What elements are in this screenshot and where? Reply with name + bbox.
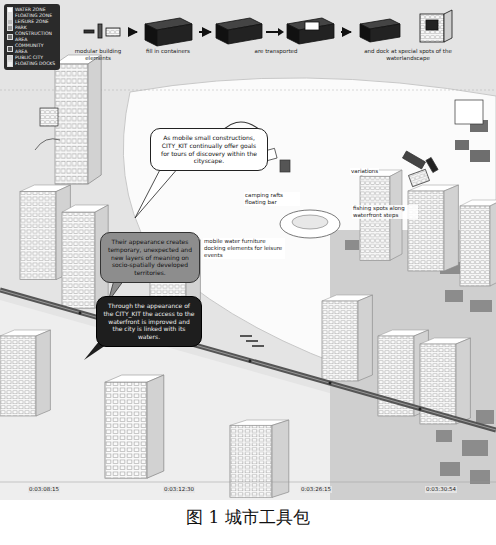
timecode-label: 0:03:12:30 [163,486,195,493]
legend-text: FLOATING DOCKS [15,61,55,67]
figure-caption: 图 1 城市工具包 [0,506,496,529]
node-text: and dock at special spots of the waterla… [354,48,462,62]
annotation-label: mobile water furniture docking elements … [203,238,285,259]
flow-arrow [199,31,211,33]
legend-text: WATER ZONE [15,7,46,13]
node-text: fill in containers [140,48,196,55]
annotation-label: camping rafts floating bar [244,192,300,206]
process-step: are transported [212,12,340,57]
legend-swatch [7,46,13,52]
speech-bubble: Their appearance creates temporary, unex… [100,232,200,283]
speech-bubble: Through the appearance of the CITY_KIT t… [96,296,202,347]
legend-entry: WATER ZONE [7,7,57,13]
process-step: and dock at special spots of the waterla… [352,12,464,64]
process-step: modular building elements [64,12,132,64]
speech-bubble: As mobile small constructions, CITY_KIT … [150,128,268,171]
legend-entry: PARK [7,25,57,31]
legend-entry: PUBLIC CITY [7,55,57,61]
legend-swatch [7,61,13,67]
legend-text: PUBLIC CITY [15,55,43,61]
timecode-label: 0:03:30:54 [425,486,457,493]
node-text: Through the appearance of the CITY_KIT t… [103,302,195,341]
process-step: fill in containers [138,12,198,57]
annotation-label: variations [350,168,379,175]
legend-text: FLOATING ZONE [15,13,52,19]
flow-arrow [133,31,137,33]
legend-entry: LEISURE ZONE [7,19,57,25]
flow-arrow [341,31,351,33]
legend-entry: COMMUNITY AREA [7,43,57,55]
legend-text: PARK [15,25,27,31]
timecode-label: 0:03:26:15 [300,486,332,493]
legend-entry: FLOATING DOCKS [7,61,57,67]
legend-entry: FLOATING ZONE [7,13,57,19]
legend-entry: CONSTRUCTION AREA [7,31,57,43]
node-text: modular building elements [66,48,130,62]
legend-text: CONSTRUCTION AREA [15,31,57,43]
legend-swatch [7,34,13,40]
legend-swatch [7,25,13,31]
node-text: are transported [214,48,338,55]
node-text: As mobile small constructions, CITY_KIT … [158,134,260,165]
legend-box: WATER ZONEFLOATING ZONELEISURE ZONEPARKC… [4,4,60,70]
legend-text: LEISURE ZONE [15,19,49,25]
annotation-label: fishing spots along waterfront steps [352,205,418,219]
timecode-label: 0:03:08:15 [28,486,60,493]
legend-text: COMMUNITY AREA [15,43,57,55]
node-text: Their appearance creates temporary, unex… [107,238,193,277]
